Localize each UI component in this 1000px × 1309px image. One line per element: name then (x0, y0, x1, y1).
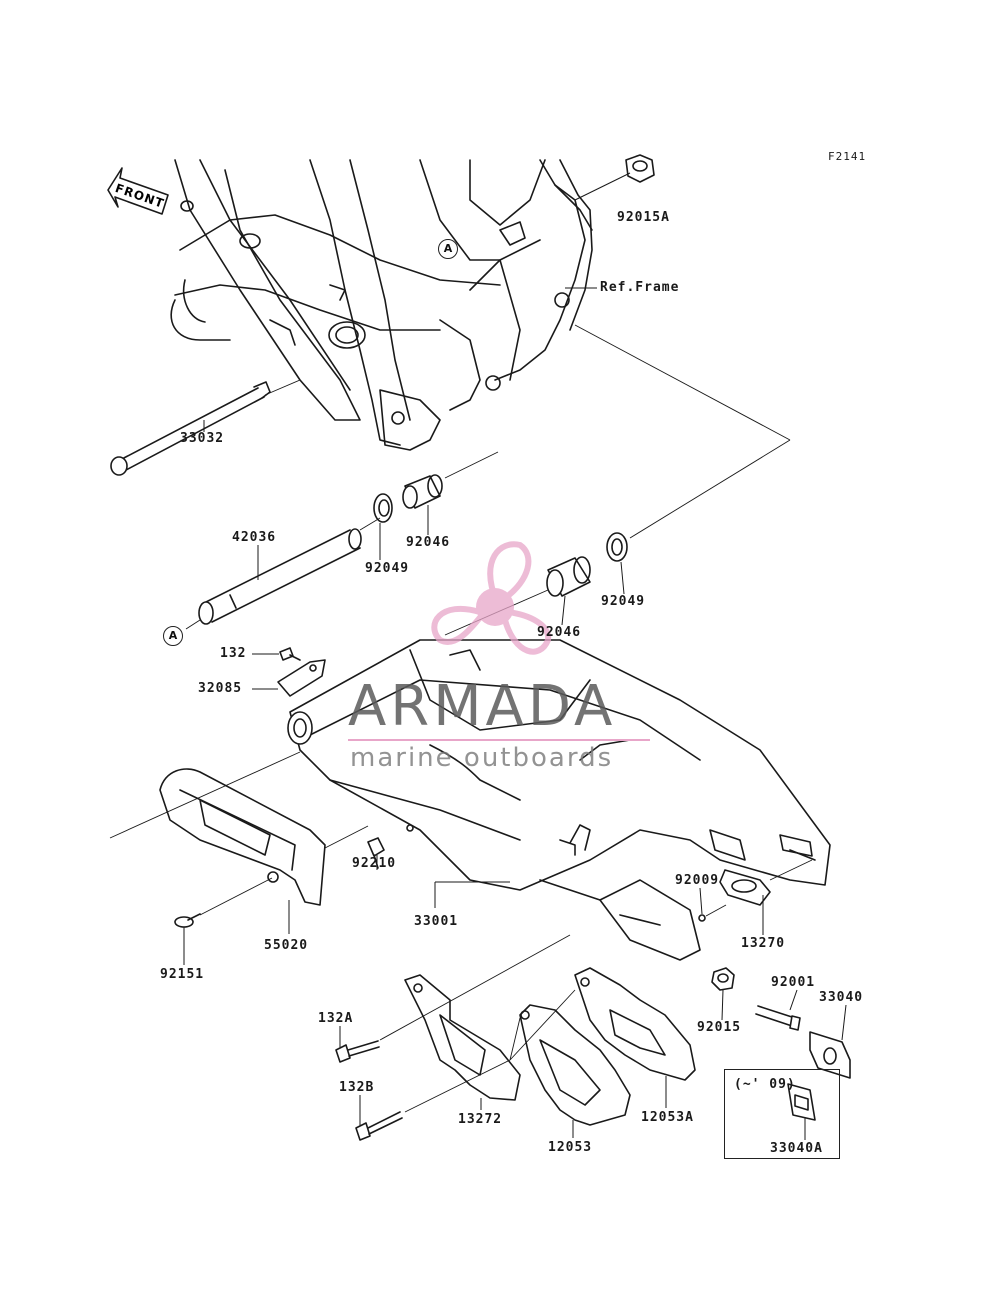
leader-92009 (699, 887, 703, 915)
leader-92049-right (620, 561, 625, 595)
chain-guide-12053A (574, 967, 696, 1081)
nut-92015 (711, 967, 735, 991)
watermark-propeller-icon (431, 541, 552, 655)
leader-92015 (721, 989, 724, 1021)
bearing-left (402, 474, 443, 509)
leader-92015A (574, 172, 631, 201)
axis-line-11 (705, 904, 727, 917)
leader-33040 (841, 1004, 847, 1041)
marker-a-frame: A (438, 239, 458, 259)
axis-line-16 (509, 1017, 521, 1061)
washer-92210 (406, 824, 414, 832)
plate-13270 (719, 869, 771, 906)
axis-line-1 (264, 379, 301, 396)
part-label-13270[interactable]: 13270 (741, 936, 786, 951)
nut-92015A (625, 154, 655, 183)
part-label-13272[interactable]: 13272 (458, 1112, 503, 1127)
part-label-132A[interactable]: 132A (318, 1011, 354, 1026)
part-label-33032[interactable]: 33032 (180, 431, 225, 446)
axis-line-3 (574, 324, 791, 441)
axis-line-14 (404, 1059, 511, 1113)
seal-left (373, 493, 393, 523)
diagram-code: F2141 (828, 150, 867, 163)
part-label-92015A[interactable]: 92015A (617, 210, 670, 225)
part-label-92210[interactable]: 92210 (352, 856, 397, 871)
leader-92001 (789, 989, 798, 1011)
part-label-33040[interactable]: 33040 (819, 990, 864, 1005)
part-label-12053[interactable]: 12053 (548, 1140, 593, 1155)
watermark-title: ARMADA (348, 674, 617, 739)
part-label-55020[interactable]: 55020 (264, 938, 309, 953)
axis-line-4 (629, 439, 791, 539)
pivot-pipe (198, 528, 362, 625)
part-label-92151[interactable]: 92151 (160, 967, 205, 982)
watermark-subtitle: marine outboards (350, 743, 614, 773)
axis-line-15 (509, 989, 576, 1061)
pivot-shaft (110, 381, 271, 476)
chain-guide-12053 (519, 1004, 631, 1126)
axis-line-5 (185, 619, 201, 630)
ref-frame-label: Ref.Frame (600, 280, 680, 295)
part-label-92015[interactable]: 92015 (697, 1020, 742, 1035)
bolt-132B (355, 1111, 403, 1141)
part-label-32085[interactable]: 32085 (198, 681, 243, 696)
screw-92151 (174, 913, 201, 928)
axis-line-10 (324, 825, 369, 849)
plate-32085 (277, 659, 326, 697)
part-label-33040A[interactable]: 33040A (770, 1141, 823, 1156)
part-label-33001[interactable]: 33001 (414, 914, 459, 929)
axis-line-12 (769, 859, 813, 881)
variant-box (724, 1069, 840, 1159)
bolt-132 (279, 647, 301, 661)
part-label-132B[interactable]: 132B (339, 1080, 375, 1095)
plate-13272 (404, 974, 521, 1101)
screw-92009 (698, 914, 706, 922)
part-label-92046-left[interactable]: 92046 (406, 535, 451, 550)
part-label-12053A[interactable]: 12053A (641, 1110, 694, 1125)
part-label-92001[interactable]: 92001 (771, 975, 816, 990)
seal-right (606, 532, 628, 562)
swingarm (287, 639, 831, 961)
marker-a-pipe: A (163, 626, 183, 646)
part-label-132[interactable]: 132 (220, 646, 247, 661)
front-arrow-icon (107, 167, 169, 215)
bearing-right (546, 556, 591, 597)
block-33040 (809, 1031, 851, 1079)
block-33040A (787, 1083, 816, 1121)
axis-line-13 (379, 934, 571, 1041)
frame-assembly (170, 159, 593, 451)
range-note: (~' 09) (734, 1077, 796, 1092)
axis-line-8 (109, 751, 301, 839)
part-label-92009[interactable]: 92009 (675, 873, 720, 888)
part-label-92049-right[interactable]: 92049 (601, 594, 646, 609)
axis-line-9 (199, 877, 273, 916)
axis-line-6 (359, 517, 381, 531)
bolt-132A (335, 1040, 380, 1063)
part-label-92049-left[interactable]: 92049 (365, 561, 410, 576)
part-label-42036[interactable]: 42036 (232, 530, 277, 545)
axis-line-2 (444, 451, 499, 479)
bolt-92001 (755, 1005, 801, 1031)
part-label-92046-right[interactable]: 92046 (537, 625, 582, 640)
chain-slider (159, 768, 326, 906)
leader-92046-right (561, 595, 566, 626)
